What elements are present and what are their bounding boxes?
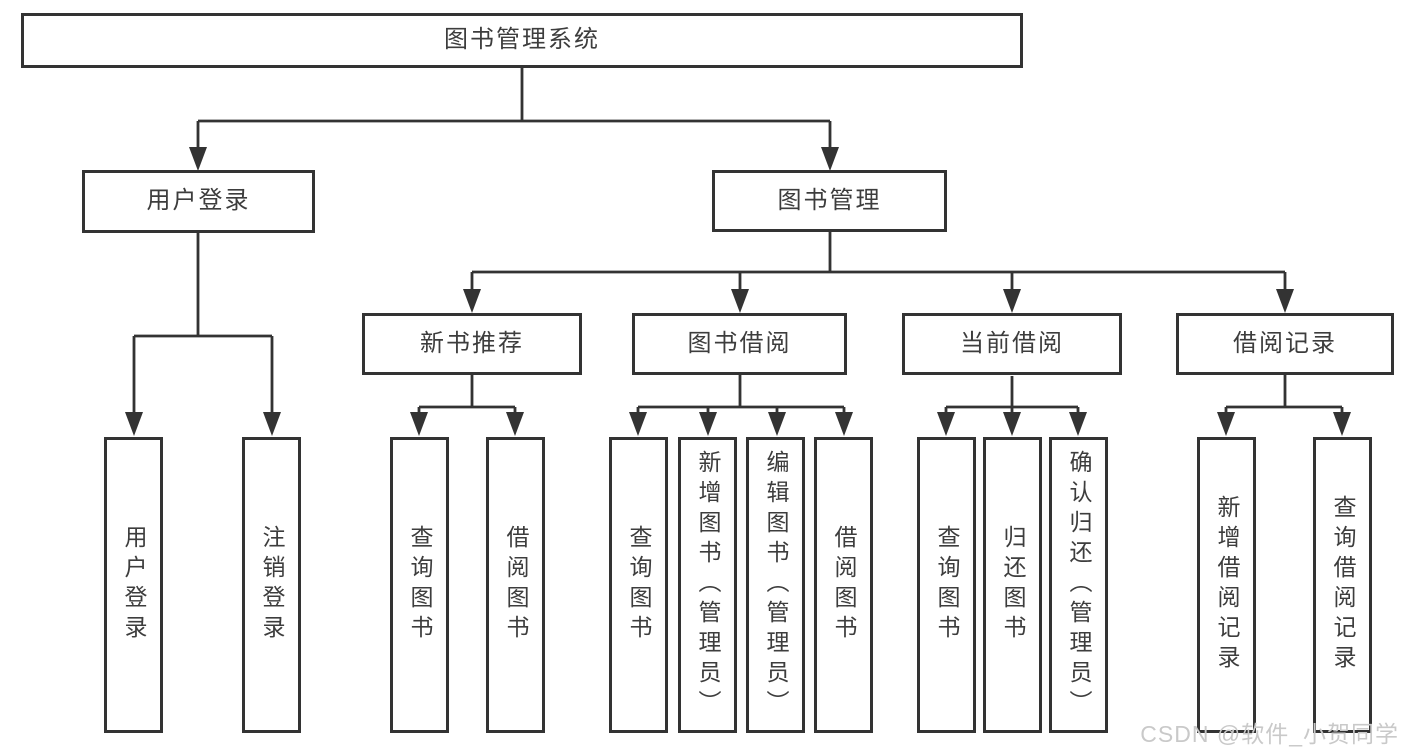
node-label: 确认归还（管理员） [1066,450,1092,720]
node-label: 图书管理系统 [444,26,600,54]
leaf-logout-login: 注销登录 [242,437,301,733]
node-label: 借阅图书 [503,525,529,645]
node-borrow-records: 借阅记录 [1176,313,1394,375]
node-current-borrow: 当前借阅 [902,313,1122,375]
node-library-system: 图书管理系统 [21,13,1023,68]
node-label: 用户登录 [121,525,147,645]
node-label: 查询借阅记录 [1330,495,1356,675]
leaf-query-books-1: 查询图书 [390,437,449,733]
leaf-return-books: 归还图书 [983,437,1042,733]
leaf-add-borrow-record: 新增借阅记录 [1197,437,1256,733]
leaf-edit-book-admin: 编辑图书（管理员） [746,437,805,733]
node-label: 查询图书 [626,525,652,645]
node-label: 查询图书 [934,525,960,645]
node-new-book-recommend: 新书推荐 [362,313,582,375]
node-label: 图书管理 [777,186,882,214]
node-label: 查询图书 [407,525,433,645]
leaf-query-borrow-record: 查询借阅记录 [1313,437,1372,733]
node-label: 借阅记录 [1233,329,1337,357]
node-label: 新增图书（管理员） [695,450,721,720]
node-label: 注销登录 [259,525,285,645]
leaf-user-login: 用户登录 [104,437,163,733]
node-label: 新书推荐 [420,329,524,357]
leaf-add-book-admin: 新增图书（管理员） [678,437,737,733]
leaf-query-books-3: 查询图书 [917,437,976,733]
leaf-borrow-books-2: 借阅图书 [814,437,873,733]
node-label: 借阅图书 [831,525,857,645]
leaf-confirm-return-admin: 确认归还（管理员） [1049,437,1108,733]
node-label: 图书借阅 [687,329,792,357]
leaf-query-books-2: 查询图书 [609,437,668,733]
watermark: CSDN @软件_小贺同学 [1140,721,1399,747]
node-book-management: 图书管理 [712,170,947,232]
node-book-borrow: 图书借阅 [632,313,847,375]
node-user-login: 用户登录 [82,170,315,233]
node-label: 新增借阅记录 [1214,495,1240,675]
node-label: 归还图书 [1000,525,1026,645]
node-label: 用户登录 [146,187,251,215]
node-label: 编辑图书（管理员） [763,450,789,720]
node-label: 当前借阅 [960,329,1064,357]
leaf-borrow-books-1: 借阅图书 [486,437,545,733]
